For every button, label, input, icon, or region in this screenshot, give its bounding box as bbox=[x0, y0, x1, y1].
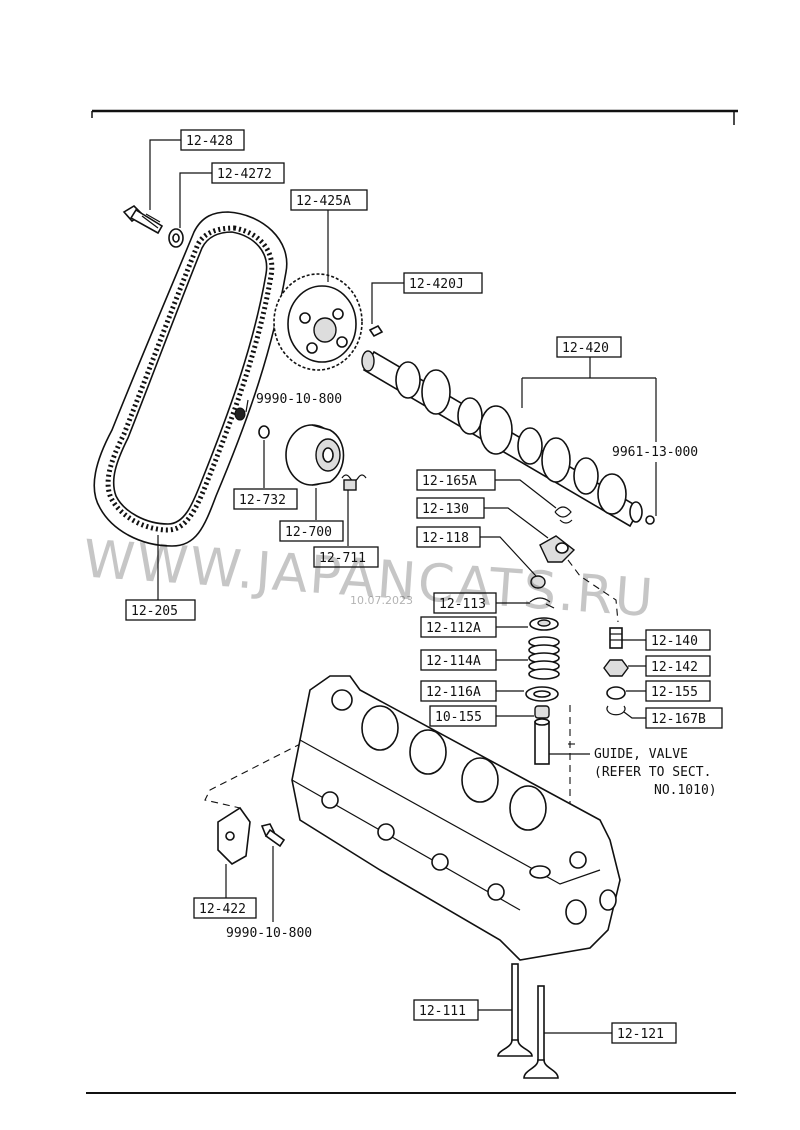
callout-10-155: 10-155 bbox=[429, 705, 497, 727]
callout-12-732: 12-732 bbox=[233, 488, 298, 510]
callout-12-140-text: 12-140 bbox=[651, 634, 698, 649]
callout-12-425A-text: 12-425A bbox=[296, 194, 351, 209]
valve-keeper bbox=[529, 597, 555, 609]
callout-12-114A: 12-114A bbox=[420, 649, 497, 671]
callout-12-112A-text: 12-112A bbox=[426, 621, 481, 636]
callout-12-140: 12-140 bbox=[645, 629, 711, 651]
valve-spring bbox=[528, 636, 560, 680]
callout-12-142-text: 12-142 bbox=[651, 660, 698, 675]
callout-12-116A-text: 12-116A bbox=[426, 685, 481, 700]
callout-12-112A: 12-112A bbox=[420, 616, 497, 638]
adjust-screw bbox=[609, 627, 623, 649]
callout-12-116A: 12-116A bbox=[420, 680, 497, 702]
crank-bolt bbox=[122, 204, 164, 235]
callout-12-711-text: 12-711 bbox=[319, 551, 366, 566]
head-bracket bbox=[217, 806, 251, 865]
callout-12-420J: 12-420J bbox=[403, 272, 483, 294]
callout-12-422: 12-422 bbox=[193, 897, 257, 919]
callout-12-155-text: 12-155 bbox=[651, 685, 698, 700]
guide-note-line1: GUIDE, VALVE bbox=[594, 747, 688, 762]
callout-12-420: 12-420 bbox=[556, 336, 622, 358]
intake-valve bbox=[497, 963, 533, 1057]
label-9961: 9961-13-000 bbox=[612, 445, 698, 460]
callout-12-4272-text: 12-4272 bbox=[217, 167, 272, 182]
tensioner-spring bbox=[341, 474, 367, 491]
tensioner-pulley bbox=[285, 424, 345, 486]
watermark-date: 10.07.2023 bbox=[350, 594, 413, 607]
callout-12-732-text: 12-732 bbox=[239, 493, 286, 508]
callout-12-700: 12-700 bbox=[279, 520, 344, 542]
adjust-washer bbox=[606, 686, 626, 700]
callout-12-700-text: 12-700 bbox=[285, 525, 332, 540]
bracket-bolt bbox=[260, 823, 286, 848]
callout-10-155-text: 10-155 bbox=[435, 710, 482, 725]
callout-12-165A: 12-165A bbox=[416, 469, 496, 491]
callout-12-155: 12-155 bbox=[645, 680, 711, 702]
rocker-arm bbox=[539, 535, 576, 563]
timing-belt bbox=[93, 211, 288, 547]
label-9990-upper: 9990-10-800 bbox=[256, 392, 342, 407]
callout-12-111: 12-111 bbox=[413, 999, 479, 1021]
callout-12-425A: 12-425A bbox=[290, 189, 368, 211]
camshaft-plug bbox=[645, 515, 655, 525]
guide-note-line2: (REFER TO SECT. bbox=[594, 765, 711, 780]
callout-12-142: 12-142 bbox=[645, 655, 711, 677]
callout-12-111-text: 12-111 bbox=[419, 1004, 466, 1019]
callout-12-428: 12-428 bbox=[180, 129, 245, 151]
exhaust-valve bbox=[523, 985, 559, 1079]
callout-12-121: 12-121 bbox=[611, 1022, 677, 1044]
camshaft bbox=[361, 350, 643, 528]
callout-12-121-text: 12-121 bbox=[617, 1027, 664, 1042]
spring-seat bbox=[525, 686, 559, 702]
valve-guide bbox=[534, 718, 550, 765]
tensioner-washer bbox=[258, 425, 270, 439]
callout-12-167B-text: 12-167B bbox=[651, 712, 706, 727]
camshaft-pulley bbox=[273, 273, 363, 371]
camshaft-key bbox=[368, 324, 384, 338]
cylinder-head bbox=[291, 675, 621, 961]
callout-12-422-text: 12-422 bbox=[199, 902, 246, 917]
callout-12-130: 12-130 bbox=[416, 497, 485, 519]
callout-12-420J-text: 12-420J bbox=[409, 277, 464, 292]
guide-note-line3: NO.1010) bbox=[654, 783, 717, 798]
lock-nut bbox=[603, 659, 629, 677]
label-9990-lower: 9990-10-800 bbox=[226, 926, 312, 941]
tensioner-nut bbox=[234, 407, 246, 421]
callout-12-113-text: 12-113 bbox=[439, 597, 486, 612]
callout-12-118-text: 12-118 bbox=[422, 531, 469, 546]
callout-12-205-text: 12-205 bbox=[131, 604, 178, 619]
callout-12-4272: 12-4272 bbox=[211, 162, 285, 184]
spring-retainer bbox=[529, 617, 559, 631]
callout-12-205: 12-205 bbox=[125, 599, 196, 621]
callout-12-420-text: 12-420 bbox=[562, 341, 609, 356]
valve-seal bbox=[534, 705, 550, 719]
callout-12-165A-text: 12-165A bbox=[422, 474, 477, 489]
callout-12-118: 12-118 bbox=[416, 526, 481, 548]
callout-12-114A-text: 12-114A bbox=[426, 654, 481, 669]
snap-ring bbox=[606, 705, 626, 716]
callout-12-428-text: 12-428 bbox=[186, 134, 233, 149]
rocker-spring-clip bbox=[554, 506, 573, 524]
callout-12-711: 12-711 bbox=[313, 546, 379, 568]
leader-lines bbox=[149, 139, 657, 1034]
callout-12-167B: 12-167B bbox=[645, 707, 723, 729]
callout-12-130-text: 12-130 bbox=[422, 502, 469, 517]
callout-12-113: 12-113 bbox=[433, 592, 497, 614]
rocker-pivot bbox=[530, 575, 546, 589]
